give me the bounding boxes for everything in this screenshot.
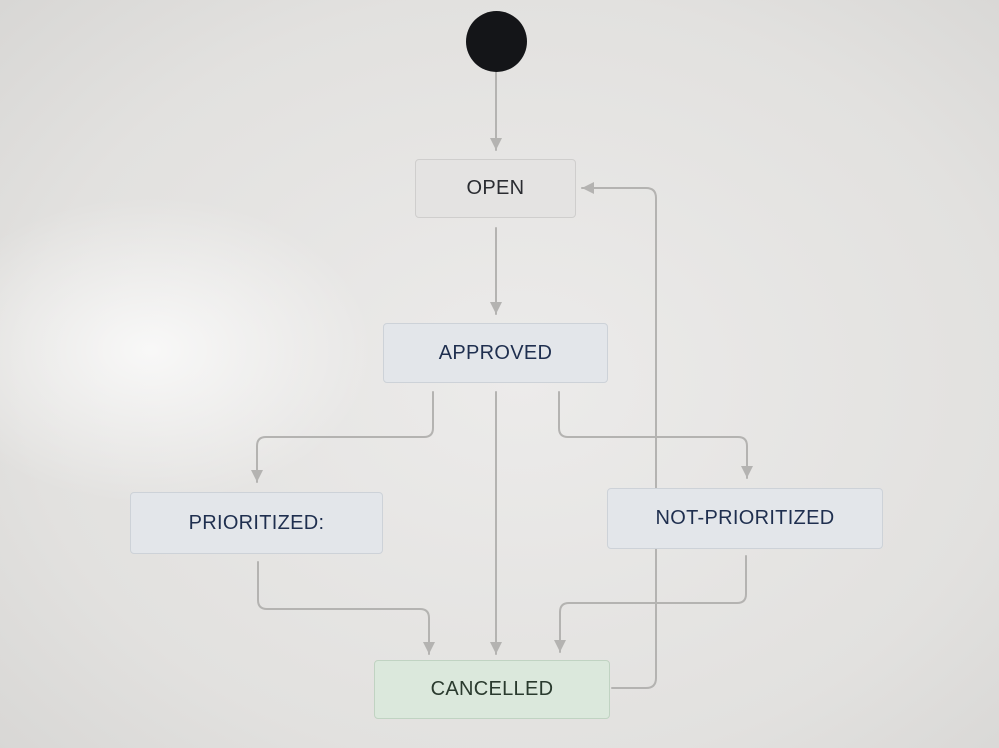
transition-prioritized-to-cancelled: [257, 561, 435, 655]
state-cancelled[interactable]: CANCELLED: [374, 660, 610, 719]
state-approved-label: APPROVED: [438, 341, 553, 364]
state-not-prioritized[interactable]: NOT-PRIORITIZED: [607, 488, 883, 549]
state-prioritized-label: PRIORITIZED:: [188, 511, 325, 534]
start-node[interactable]: [466, 11, 527, 72]
transition-cancelled-to-open: [581, 182, 657, 689]
transition-not-prioritized-to-cancelled: [554, 555, 747, 653]
transition-approved-to-prioritized: [251, 391, 434, 483]
state-open[interactable]: OPEN: [415, 159, 576, 218]
state-open-label: OPEN: [466, 177, 525, 199]
state-approved[interactable]: APPROVED: [383, 323, 608, 383]
state-not-prioritized-label: NOT-PRIORITIZED: [655, 507, 835, 529]
state-cancelled-label: CANCELLED: [430, 678, 554, 700]
transition-approved-to-not-prioritized: [558, 391, 753, 479]
state-prioritized[interactable]: PRIORITIZED:: [130, 492, 383, 554]
